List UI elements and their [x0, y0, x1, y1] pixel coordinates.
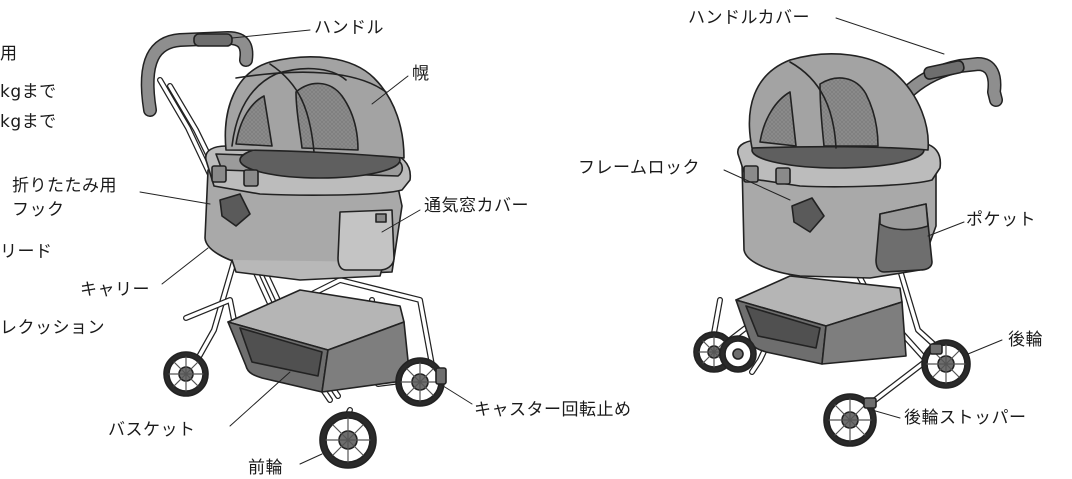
label-pocket: ポケット [966, 210, 1036, 230]
edge-text-1: 用 [0, 44, 18, 64]
label-vent-cover: 通気窓カバー [424, 196, 529, 216]
left-vent-cover [337, 209, 395, 271]
label-frame-lock: フレームロック [578, 158, 700, 178]
left-stroller [139, 29, 473, 469]
label-carrier: キャリー [80, 280, 150, 300]
edge-text-2: kgまで [0, 82, 57, 102]
label-cushion: レクッション [0, 318, 105, 338]
edge-text-3: kgまで [0, 112, 57, 132]
label-folding-hook-2: フック [12, 200, 65, 220]
left-rear-wheel [395, 357, 445, 407]
label-rear-wheel-stopper: 後輪ストッパー [904, 408, 1027, 428]
label-front-wheel: 前輪 [248, 458, 283, 478]
left-front-wheel-1 [163, 351, 209, 397]
right-rear-wheel-2 [823, 393, 877, 447]
label-basket: バスケット [108, 420, 196, 440]
label-handle-cover: ハンドルカバー [688, 8, 810, 28]
label-caster-lock: キャスター回転止め [474, 400, 632, 420]
right-stroller [693, 17, 1003, 447]
right-front-wheel-2 [719, 335, 757, 373]
right-leader-lines [723, 17, 1003, 419]
label-folding-hook-1: 折りたたみ用 [12, 176, 117, 196]
label-rear-wheel: 後輪 [1008, 330, 1043, 350]
label-canopy: 幌 [412, 64, 430, 84]
label-handle: ハンドル [314, 18, 384, 38]
left-front-wheel-2 [319, 411, 377, 469]
label-lead: リード [0, 242, 53, 262]
left-leader-lines [139, 29, 473, 465]
